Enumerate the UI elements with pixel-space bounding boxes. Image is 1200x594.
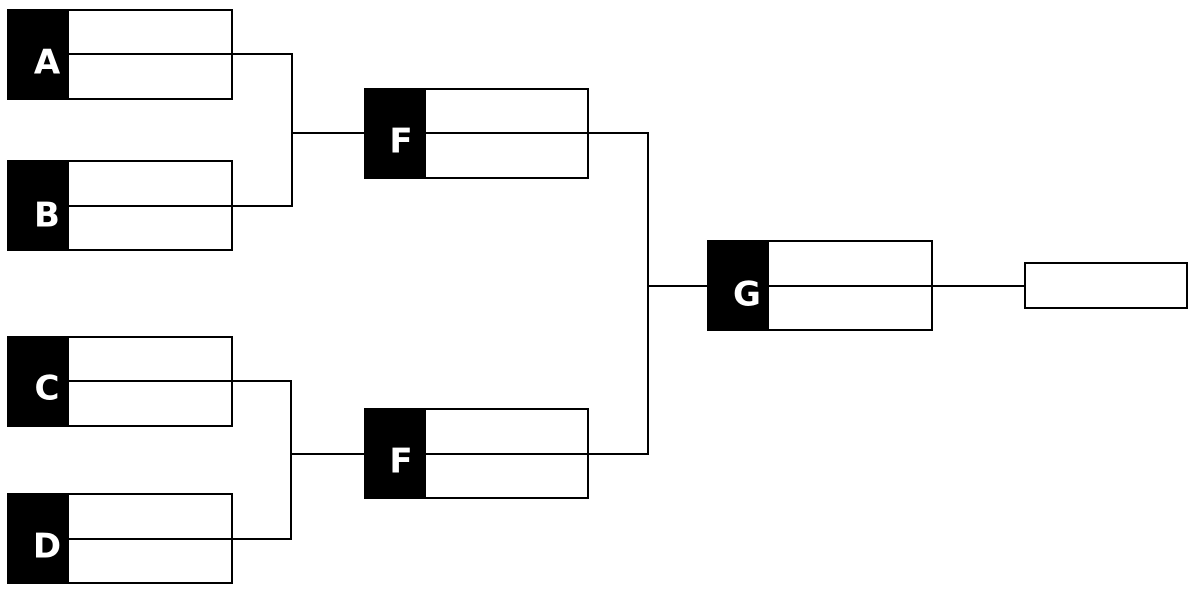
match-final-label: G: [733, 275, 761, 315]
champion-box: [1024, 262, 1188, 309]
match-b-label: B: [34, 196, 60, 236]
connector-c-d: [232, 380, 292, 540]
match-b: B: [7, 160, 233, 251]
match-b-badge: [8, 161, 69, 250]
match-a-badge: [8, 10, 69, 99]
match-final-badge: [708, 241, 769, 330]
match-e-top-badge: [365, 89, 426, 178]
match-c-badge: [8, 337, 69, 426]
match-a-label: A: [34, 43, 61, 83]
match-d-badge: [8, 494, 69, 583]
champion-slot: [1024, 262, 1188, 309]
match-e-top-label: F: [389, 122, 412, 162]
match-e-bottom-badge: [365, 409, 426, 498]
match-final: G: [707, 240, 933, 331]
connector-f-f: [588, 132, 649, 455]
match-a: A: [7, 9, 233, 100]
bracket-connectors: [232, 53, 1025, 540]
match-e-bottom-label: F: [389, 442, 412, 482]
match-e-bottom: F: [364, 408, 589, 499]
match-c: C: [7, 336, 233, 427]
match-e-top: F: [364, 88, 589, 179]
match-d-label: D: [33, 527, 61, 567]
match-c-label: C: [35, 369, 60, 409]
match-d: D: [7, 493, 233, 584]
connector-a-b: [232, 53, 293, 207]
